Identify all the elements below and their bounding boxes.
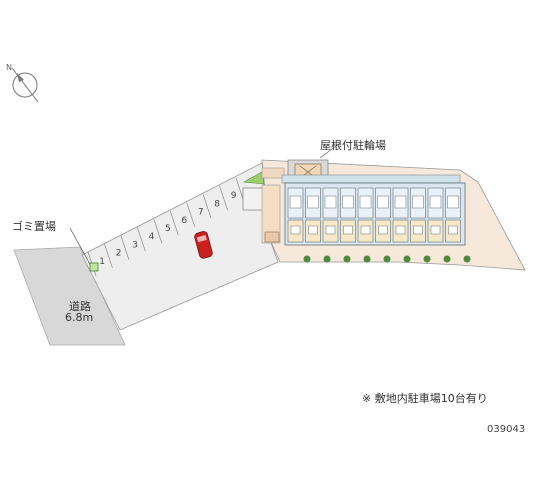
- parking-slot-label: 4: [149, 232, 155, 242]
- parking-slot-label: 8: [214, 199, 220, 209]
- map-id: 039043: [487, 424, 526, 435]
- apartment-unit: [392, 187, 409, 243]
- car-icon: [194, 231, 213, 259]
- apartment-units: [287, 187, 461, 243]
- tree-icon: [443, 255, 451, 263]
- building-roof-strip: [281, 174, 461, 184]
- apartment-unit: [357, 187, 374, 243]
- road: [13, 246, 126, 346]
- entrance-hatch: [261, 167, 285, 179]
- apartment-unit: [410, 187, 426, 243]
- bicycle-parking-label: 屋根付駐輪場: [320, 139, 386, 152]
- road-width-label: 6.8m: [65, 311, 94, 324]
- tree-icon: [303, 255, 311, 263]
- garbage-area-marker: [69, 227, 99, 272]
- stairs: [264, 231, 280, 243]
- parking-slot-label: 5: [165, 224, 171, 234]
- parking-slot-label: 9: [231, 191, 237, 201]
- road-name-label: 道路: [69, 300, 91, 313]
- apartment-unit: [427, 187, 444, 243]
- apartment-unit: [322, 187, 339, 243]
- parking-slot-label: 3: [132, 240, 138, 250]
- parking-lot: [81, 162, 279, 331]
- apartment-unit: [375, 187, 391, 243]
- apartment-unit: [287, 187, 304, 243]
- tree-icon: [423, 255, 431, 263]
- apartment-unit: [340, 187, 356, 243]
- parking-slot-label: 1: [99, 257, 105, 267]
- parking-slot-label: 2: [116, 249, 122, 259]
- tree-icon: [323, 255, 331, 263]
- apartment-unit: [305, 187, 321, 243]
- north-compass-icon: N: [6, 63, 39, 103]
- parking-note: ※ 敷地内駐車場10台有り: [362, 392, 488, 405]
- parking-slot-label: 7: [198, 208, 204, 218]
- tree-icon: [403, 255, 411, 263]
- trees: [303, 255, 471, 263]
- walkway: [261, 184, 281, 244]
- tree-icon: [383, 255, 391, 263]
- tree-icon: [343, 255, 351, 263]
- north-label: N: [6, 63, 12, 72]
- tree-icon: [363, 255, 371, 263]
- parking-slot-label: 6: [181, 216, 187, 226]
- garbage-area-label: ゴミ置場: [12, 220, 56, 233]
- apartment-unit: [445, 187, 461, 243]
- tree-icon: [463, 255, 471, 263]
